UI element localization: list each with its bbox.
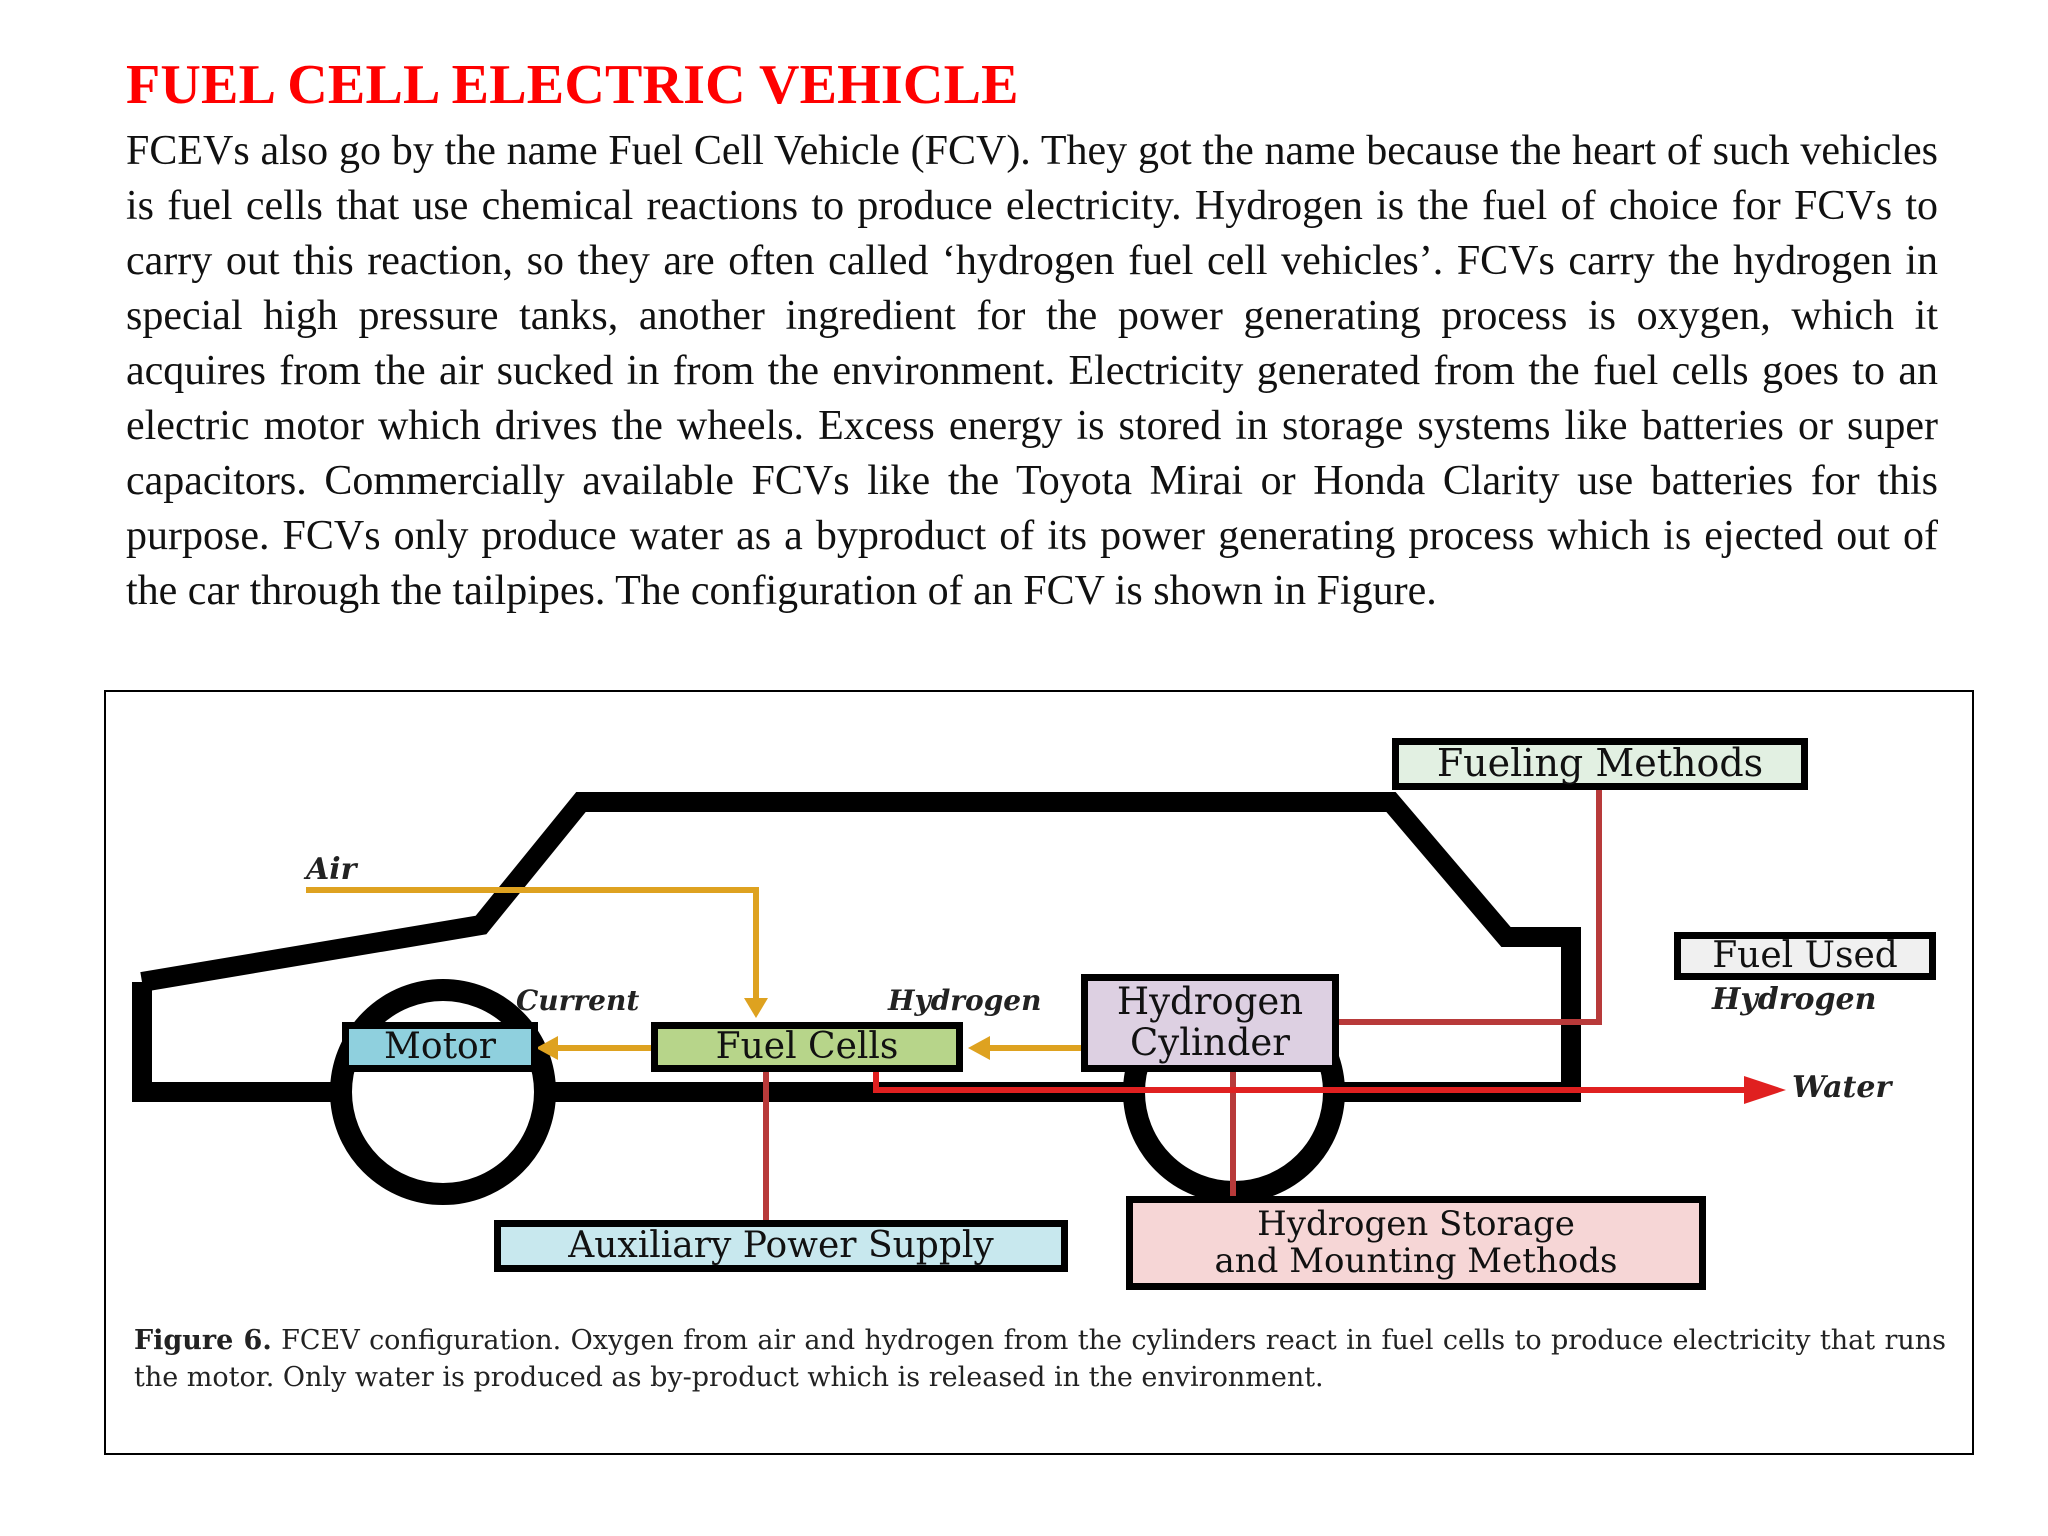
car-body-outline bbox=[132, 792, 1581, 1102]
figure-caption: Figure 6. FCEV configuration. Oxygen fro… bbox=[134, 1322, 1946, 1396]
motor-label: Motor bbox=[384, 1026, 496, 1068]
current-label: Current bbox=[516, 984, 640, 1017]
fuel-cells-box: Fuel Cells bbox=[651, 1022, 963, 1072]
fueling-connector-line bbox=[1336, 782, 1602, 1025]
body-paragraph: FCEVs also go by the name Fuel Cell Vehi… bbox=[126, 128, 1938, 614]
fuel-cells-label: Fuel Cells bbox=[715, 1026, 899, 1068]
water-flow-line bbox=[873, 1064, 1746, 1093]
air-flow-line bbox=[306, 887, 759, 1000]
figure-caption-label: Figure 6. bbox=[134, 1325, 272, 1356]
hydrogen-cylinder-label-line1: Hydrogen bbox=[1116, 980, 1304, 1024]
motor-box: Motor bbox=[342, 1022, 538, 1072]
hydrogen-arrowhead bbox=[968, 1036, 990, 1060]
air-label: Air bbox=[306, 852, 357, 887]
hydrogen-cylinder-label-line2: Cylinder bbox=[1130, 1021, 1290, 1064]
hydrogen-storage-label-line1: Hydrogen Storage bbox=[1257, 1203, 1575, 1244]
water-arrowhead bbox=[1744, 1076, 1786, 1104]
front-wheel bbox=[330, 979, 556, 1205]
auxiliary-power-supply-box: Auxiliary Power Supply bbox=[494, 1220, 1068, 1272]
hydrogen-storage-label-line2: and Mounting Methods bbox=[1214, 1241, 1618, 1281]
hydrogen-flow-label: Hydrogen bbox=[888, 984, 1042, 1017]
fueling-methods-box: Fueling Methods bbox=[1392, 738, 1808, 790]
hydrogen-cylinder-box: Hydrogen Cylinder bbox=[1081, 974, 1339, 1072]
figure-caption-text: FCEV configuration. Oxygen from air and … bbox=[134, 1325, 1946, 1393]
fuel-used-box: Fuel Used bbox=[1674, 932, 1936, 980]
fuel-used-value: Hydrogen bbox=[1712, 982, 1877, 1017]
air-arrowhead bbox=[744, 998, 768, 1018]
current-arrowhead bbox=[536, 1036, 558, 1060]
fcev-configuration-figure: Fueling Methods Fuel Used Motor Fuel Cel… bbox=[104, 690, 1974, 1455]
water-label: Water bbox=[1792, 1070, 1892, 1105]
hydrogen-storage-box: Hydrogen Storage and Mounting Methods bbox=[1126, 1196, 1706, 1290]
fueling-methods-label: Fueling Methods bbox=[1436, 741, 1764, 786]
fuel-used-label: Fuel Used bbox=[1712, 935, 1898, 977]
slide-title: FUEL CELL ELECTRIC VEHICLE bbox=[126, 54, 1019, 116]
auxiliary-power-supply-label: Auxiliary Power Supply bbox=[568, 1225, 994, 1267]
